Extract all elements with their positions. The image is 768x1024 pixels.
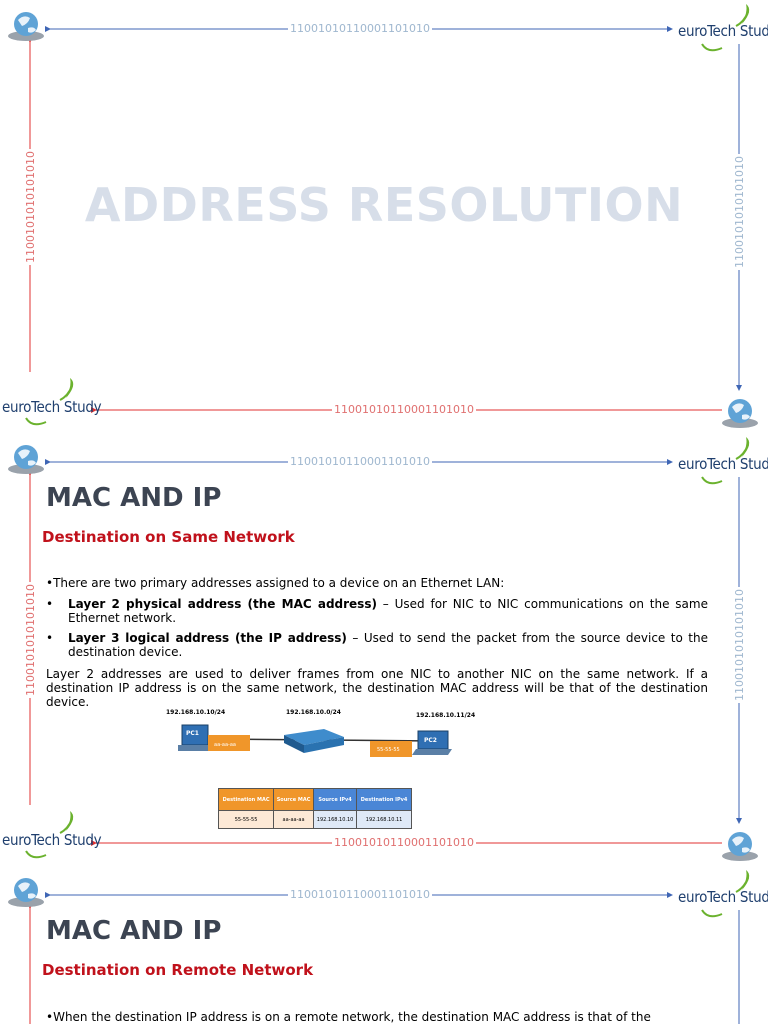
logo-swoosh-icon — [735, 437, 750, 460]
globe-icon — [8, 445, 44, 474]
globe-icon — [722, 399, 758, 428]
logo-text: euroTech Study — [678, 455, 768, 473]
logo-underline-icon — [25, 850, 47, 859]
binary-label-top: 11001010110001101010 — [288, 888, 432, 901]
table-cell: 192.168.10.10 — [312, 810, 358, 829]
intro-text: •When the destination IP address is on a… — [46, 1010, 651, 1024]
pc2-ip-label: 192.168.10.11/24 — [416, 712, 476, 719]
slide-subtitle: Destination on Remote Network — [42, 961, 314, 979]
slide-subtitle: Destination on Same Network — [42, 528, 295, 546]
globe-icon — [8, 12, 44, 41]
logo-underline-icon — [701, 476, 723, 485]
table-cell: aa-aa-aa — [273, 810, 314, 829]
eurotech-logo: euroTech Study — [2, 809, 102, 863]
binary-label-top: 11001010110001101010 — [288, 22, 432, 35]
pc2-icon — [412, 730, 452, 755]
bullet-bold-text: Layer 3 logical address (the IP address) — [68, 631, 347, 645]
switch-icon — [284, 729, 344, 753]
body-paragraph: Layer 2 addresses are used to deliver fr… — [46, 667, 708, 709]
globe-icon — [722, 832, 758, 861]
bullet-text: – Used for NIC to NIC communications on … — [68, 597, 708, 625]
bullet-item: • Layer 3 logical address (the IP addres… — [46, 631, 708, 659]
logo-swoosh-icon — [59, 811, 74, 834]
table-header-row: Destination MAC Source MAC Source IPv4 D… — [217, 788, 412, 811]
table-row: 55-55-55 aa-aa-aa 192.168.10.10 192.168.… — [217, 810, 412, 829]
pc1-mac-label: aa-aa-aa — [214, 742, 236, 748]
logo-swoosh-icon — [735, 870, 750, 893]
logo-text: euroTech Study — [2, 831, 102, 849]
bullet-item: • Layer 2 physical address (the MAC addr… — [46, 597, 708, 625]
pc1-icon — [178, 724, 212, 751]
slide-title: MAC AND IP — [46, 916, 222, 946]
logo-text: euroTech Study — [678, 888, 768, 906]
pc1-ip-label: 192.168.10.10/24 — [166, 709, 226, 716]
logo-swoosh-icon — [59, 378, 74, 401]
slide-title: MAC AND IP — [46, 483, 222, 513]
network-diagram — [178, 724, 452, 757]
table-header-cell: Destination MAC — [217, 788, 275, 811]
logo-underline-icon — [701, 43, 723, 52]
globe-icon — [8, 878, 44, 907]
slide-address-resolution: 11001010110001101010 1100101011000110101… — [0, 0, 768, 432]
logo-text: euroTech Study — [678, 22, 768, 40]
pc2-label: PC2 — [424, 737, 437, 744]
eurotech-logo: euroTech Study — [678, 868, 768, 922]
logo-swoosh-icon — [735, 4, 750, 27]
binary-label-left: 1100101010101010 — [24, 582, 37, 698]
table-cell: 192.168.10.11 — [356, 810, 412, 829]
bullet-dot-icon: • — [46, 631, 54, 645]
slide-title: ADDRESS RESOLUTION — [84, 178, 684, 232]
logo-text: euroTech Study — [2, 398, 102, 416]
eurotech-logo: euroTech Study — [678, 2, 768, 56]
binary-label-top: 11001010110001101010 — [288, 455, 432, 468]
pc1-label: PC1 — [186, 730, 199, 737]
logo-underline-icon — [25, 417, 47, 426]
table-header-cell: Source IPv4 — [312, 788, 358, 811]
binary-label-bottom: 11001010110001101010 — [332, 836, 476, 849]
binary-label-right: 1100101010101010 — [733, 587, 746, 703]
table-cell: 55-55-55 — [217, 810, 275, 829]
network-label: 192.168.10.0/24 — [286, 709, 341, 716]
slide-mac-and-ip-remote-network: 11001010110001101010 euroTech Study MAC … — [0, 866, 768, 1024]
binary-label-bottom: 11001010110001101010 — [332, 403, 476, 416]
logo-underline-icon — [701, 909, 723, 918]
bullet-text: – Used to send the packet from the sourc… — [68, 631, 708, 659]
pc2-mac-label: 55-55-55 — [377, 747, 400, 753]
eurotech-logo: euroTech Study — [2, 376, 102, 430]
intro-text: •There are two primary addresses assigne… — [46, 576, 505, 590]
eurotech-logo: euroTech Study — [678, 435, 768, 489]
slide-mac-and-ip-same-network: 11001010110001101010 1100101011000110101… — [0, 433, 768, 865]
frame-header-table: Destination MAC Source MAC Source IPv4 D… — [217, 788, 412, 829]
bullet-dot-icon: • — [46, 597, 54, 611]
table-header-cell: Source MAC — [273, 788, 314, 811]
table-header-cell: Destination IPv4 — [356, 788, 412, 811]
bullet-bold-text: Layer 2 physical address (the MAC addres… — [68, 597, 377, 611]
